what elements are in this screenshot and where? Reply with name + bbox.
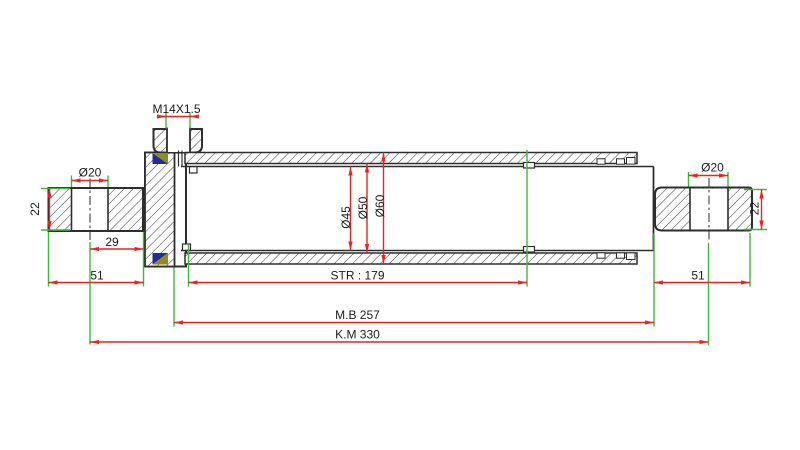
label-port-thread: M14X1.5 (152, 102, 200, 116)
tube-notch (626, 157, 636, 165)
label-tube-50: Ø50 (356, 196, 370, 219)
right-eye-mount (654, 178, 753, 241)
tube-notch (596, 252, 606, 259)
label-left-mount: 51 (90, 269, 104, 283)
label-tube-60: Ø60 (373, 194, 387, 217)
dimension-lines (47, 114, 764, 345)
tube-notch (596, 158, 606, 165)
gland-cap-section (144, 151, 176, 268)
label-right-eye-width: 22 (748, 202, 762, 216)
rod-seal-top (152, 153, 168, 164)
seal-olive-part (152, 253, 168, 265)
left-gland-assembly (144, 127, 203, 268)
gland-notch (188, 165, 198, 174)
tube-notch (616, 252, 625, 259)
gland-notch (181, 243, 192, 252)
dimension-labels: M14X1.5 Ø20 22 29 51 Ø45 Ø50 Ø60 STR : 1… (28, 102, 762, 342)
label-overall-length: K.M 330 (335, 328, 380, 342)
label-left-eye-bore: Ø20 (79, 166, 102, 180)
tube-notch (616, 158, 625, 165)
tube-notch (626, 252, 636, 260)
cylinder-tube (181, 151, 655, 265)
port-hole (167, 127, 190, 152)
tube-wall-top (184, 151, 638, 165)
label-right-mount: 51 (691, 269, 705, 283)
label-body-length: M.B 257 (335, 308, 380, 322)
label-bore-45: Ø45 (339, 206, 353, 229)
seal-olive-part (152, 153, 168, 164)
extension-lines (41, 112, 767, 346)
label-right-eye-bore: Ø20 (701, 161, 724, 175)
label-pin-to-face: 29 (105, 235, 119, 249)
label-left-eye-width: 22 (28, 202, 42, 216)
stop-ring-bottom (522, 245, 536, 253)
tube-wall-bottom (184, 252, 638, 265)
left-eye-mount (47, 178, 144, 242)
label-stroke: STR : 179 (330, 269, 384, 283)
rod-seal-bottom (152, 253, 168, 265)
stop-ring-top (522, 161, 536, 169)
